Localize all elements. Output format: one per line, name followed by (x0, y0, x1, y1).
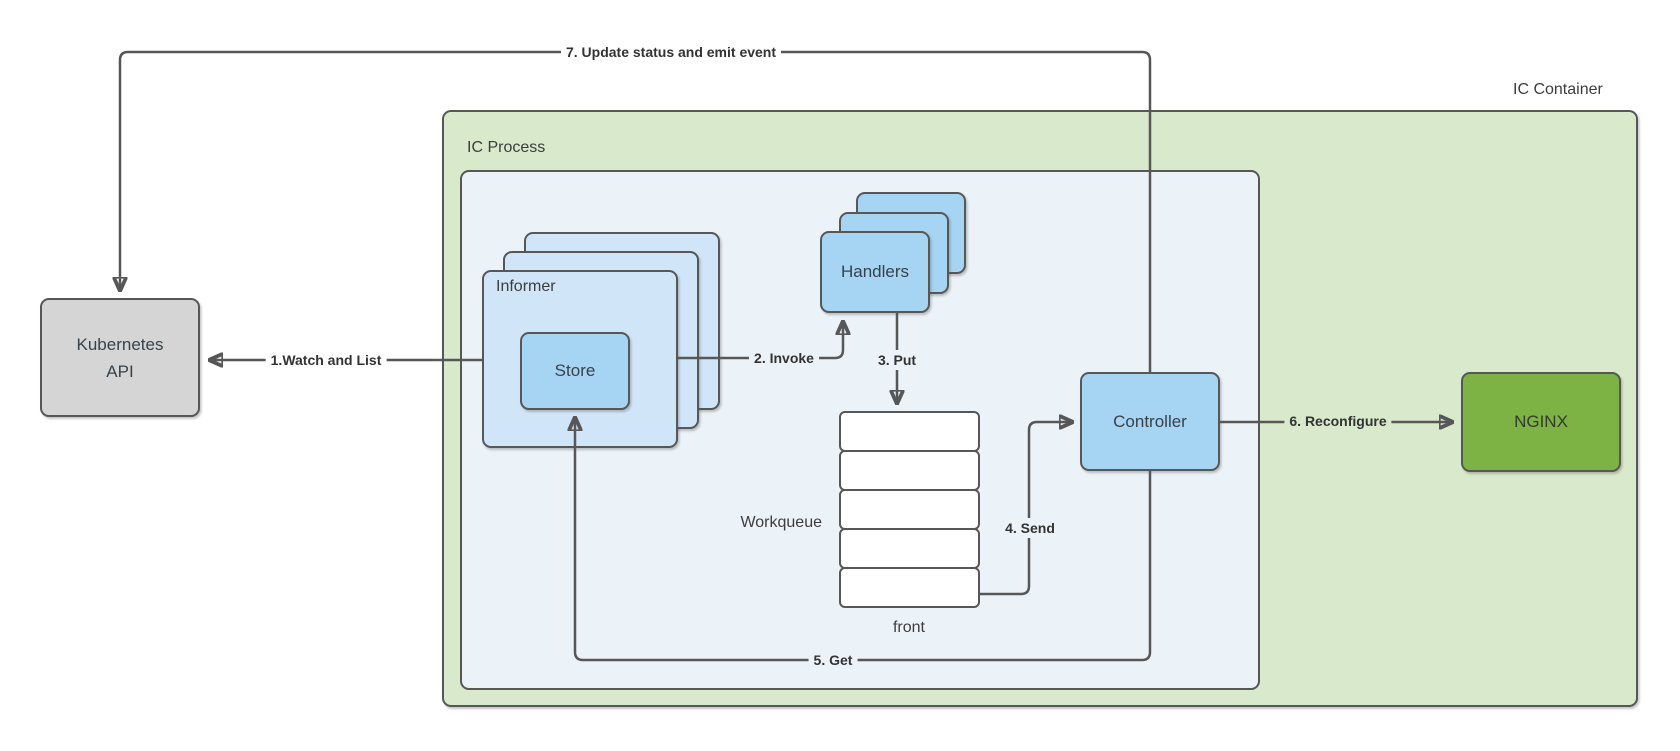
nginx-node: NGINX (1461, 372, 1621, 472)
edge-label-put: 3. Put (872, 350, 922, 370)
nginx-label: NGINX (1514, 412, 1568, 431)
handlers-box-front: Handlers (820, 231, 930, 313)
ic-container-label: IC Container (1513, 81, 1603, 98)
store-label: Store (554, 361, 596, 380)
controller-label: Controller (1113, 411, 1187, 431)
ic-process-label: IC Process (467, 139, 546, 156)
edge-label-invoke: 2. Invoke (749, 348, 819, 368)
kubernetes-api-label-line1: Kubernetes (76, 334, 164, 354)
workqueue-front-label: front (892, 619, 925, 636)
store-node: Store (520, 332, 630, 410)
controller-node: Controller (1080, 372, 1220, 471)
workqueue-slot (839, 528, 980, 569)
edge-label-reconfigure: 6. Reconfigure (1284, 411, 1392, 431)
workqueue-slot (839, 489, 980, 530)
workqueue-slot (839, 411, 980, 452)
edge-label-get: 5. Get (808, 650, 858, 670)
kubernetes-api-node: Kubernetes API (40, 298, 200, 417)
edge-label-update-status: 7. Update status and emit event (560, 42, 782, 62)
workqueue-slot (839, 567, 980, 608)
workqueue-label: Workqueue (740, 514, 822, 531)
kubernetes-api-label-line2: API (106, 361, 134, 381)
workqueue-slot (839, 450, 980, 491)
informer-label: Informer (496, 278, 556, 295)
handlers-front-label: Handlers (840, 262, 910, 281)
edge-label-send: 4. Send (1000, 518, 1060, 538)
edge-label-watch-list: 1.Watch and List (265, 350, 387, 370)
